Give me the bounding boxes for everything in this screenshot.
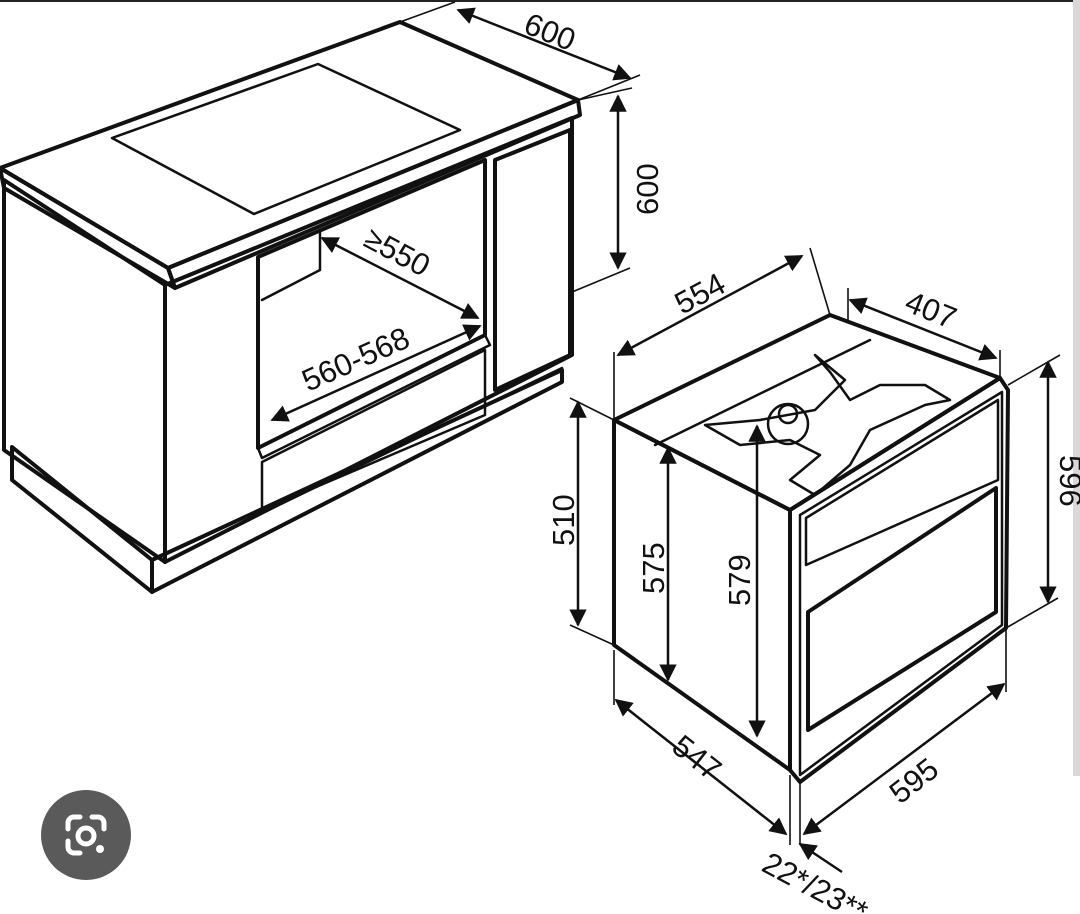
dim-cabinet-depth <box>456 7 632 81</box>
top-divider <box>0 0 1080 2</box>
oven-unit <box>612 313 1010 784</box>
google-lens-icon <box>65 814 107 856</box>
dim-front-offset <box>798 842 843 874</box>
dim-oven-top-depth <box>616 254 804 357</box>
dim-oven-width <box>802 682 1006 836</box>
dim-oven-top-width <box>848 297 998 361</box>
countertop <box>0 20 580 270</box>
dim-niche-depth <box>320 236 480 320</box>
dim-niche-width <box>270 324 482 422</box>
label-oven-body-height: 575 <box>636 542 671 594</box>
label-oven-top-width: 407 <box>900 284 961 336</box>
oven-front-panel <box>798 390 1004 777</box>
element-knob <box>777 403 799 425</box>
scrollbar-track[interactable] <box>1073 0 1080 776</box>
dim-oven-depth <box>614 698 788 836</box>
countertop-edge-front <box>166 98 582 290</box>
label-oven-front-height: 579 <box>722 554 757 606</box>
oven-top-seam <box>653 338 872 447</box>
label-niche-width: 560-568 <box>297 320 415 398</box>
dimension-lines <box>270 1 1061 874</box>
countertop-edge-left <box>0 166 177 290</box>
label-oven-width: 595 <box>883 751 945 810</box>
label-cabinet-depth: 600 <box>519 6 580 58</box>
label-oven-side-height: 510 <box>546 494 581 546</box>
label-oven-total-height: 596 <box>1053 455 1080 507</box>
cabinet-base-edge <box>250 366 564 520</box>
label-oven-top-depth: 554 <box>669 266 731 321</box>
niche-back-edge <box>260 158 487 302</box>
oven-control-panel <box>804 398 1000 567</box>
label-niche-depth: ≥550 <box>359 220 436 283</box>
cabinet-door-panel <box>493 128 572 392</box>
oven-side <box>612 418 792 772</box>
kitchen-cabinet <box>0 20 582 594</box>
label-cabinet-height: 600 <box>630 163 665 215</box>
google-lens-button[interactable] <box>41 790 131 880</box>
heating-element <box>703 353 952 497</box>
cooktop <box>110 62 462 216</box>
oven-window <box>806 486 998 732</box>
label-oven-depth: 547 <box>666 728 728 787</box>
cabinet-plinth-front <box>150 368 564 594</box>
